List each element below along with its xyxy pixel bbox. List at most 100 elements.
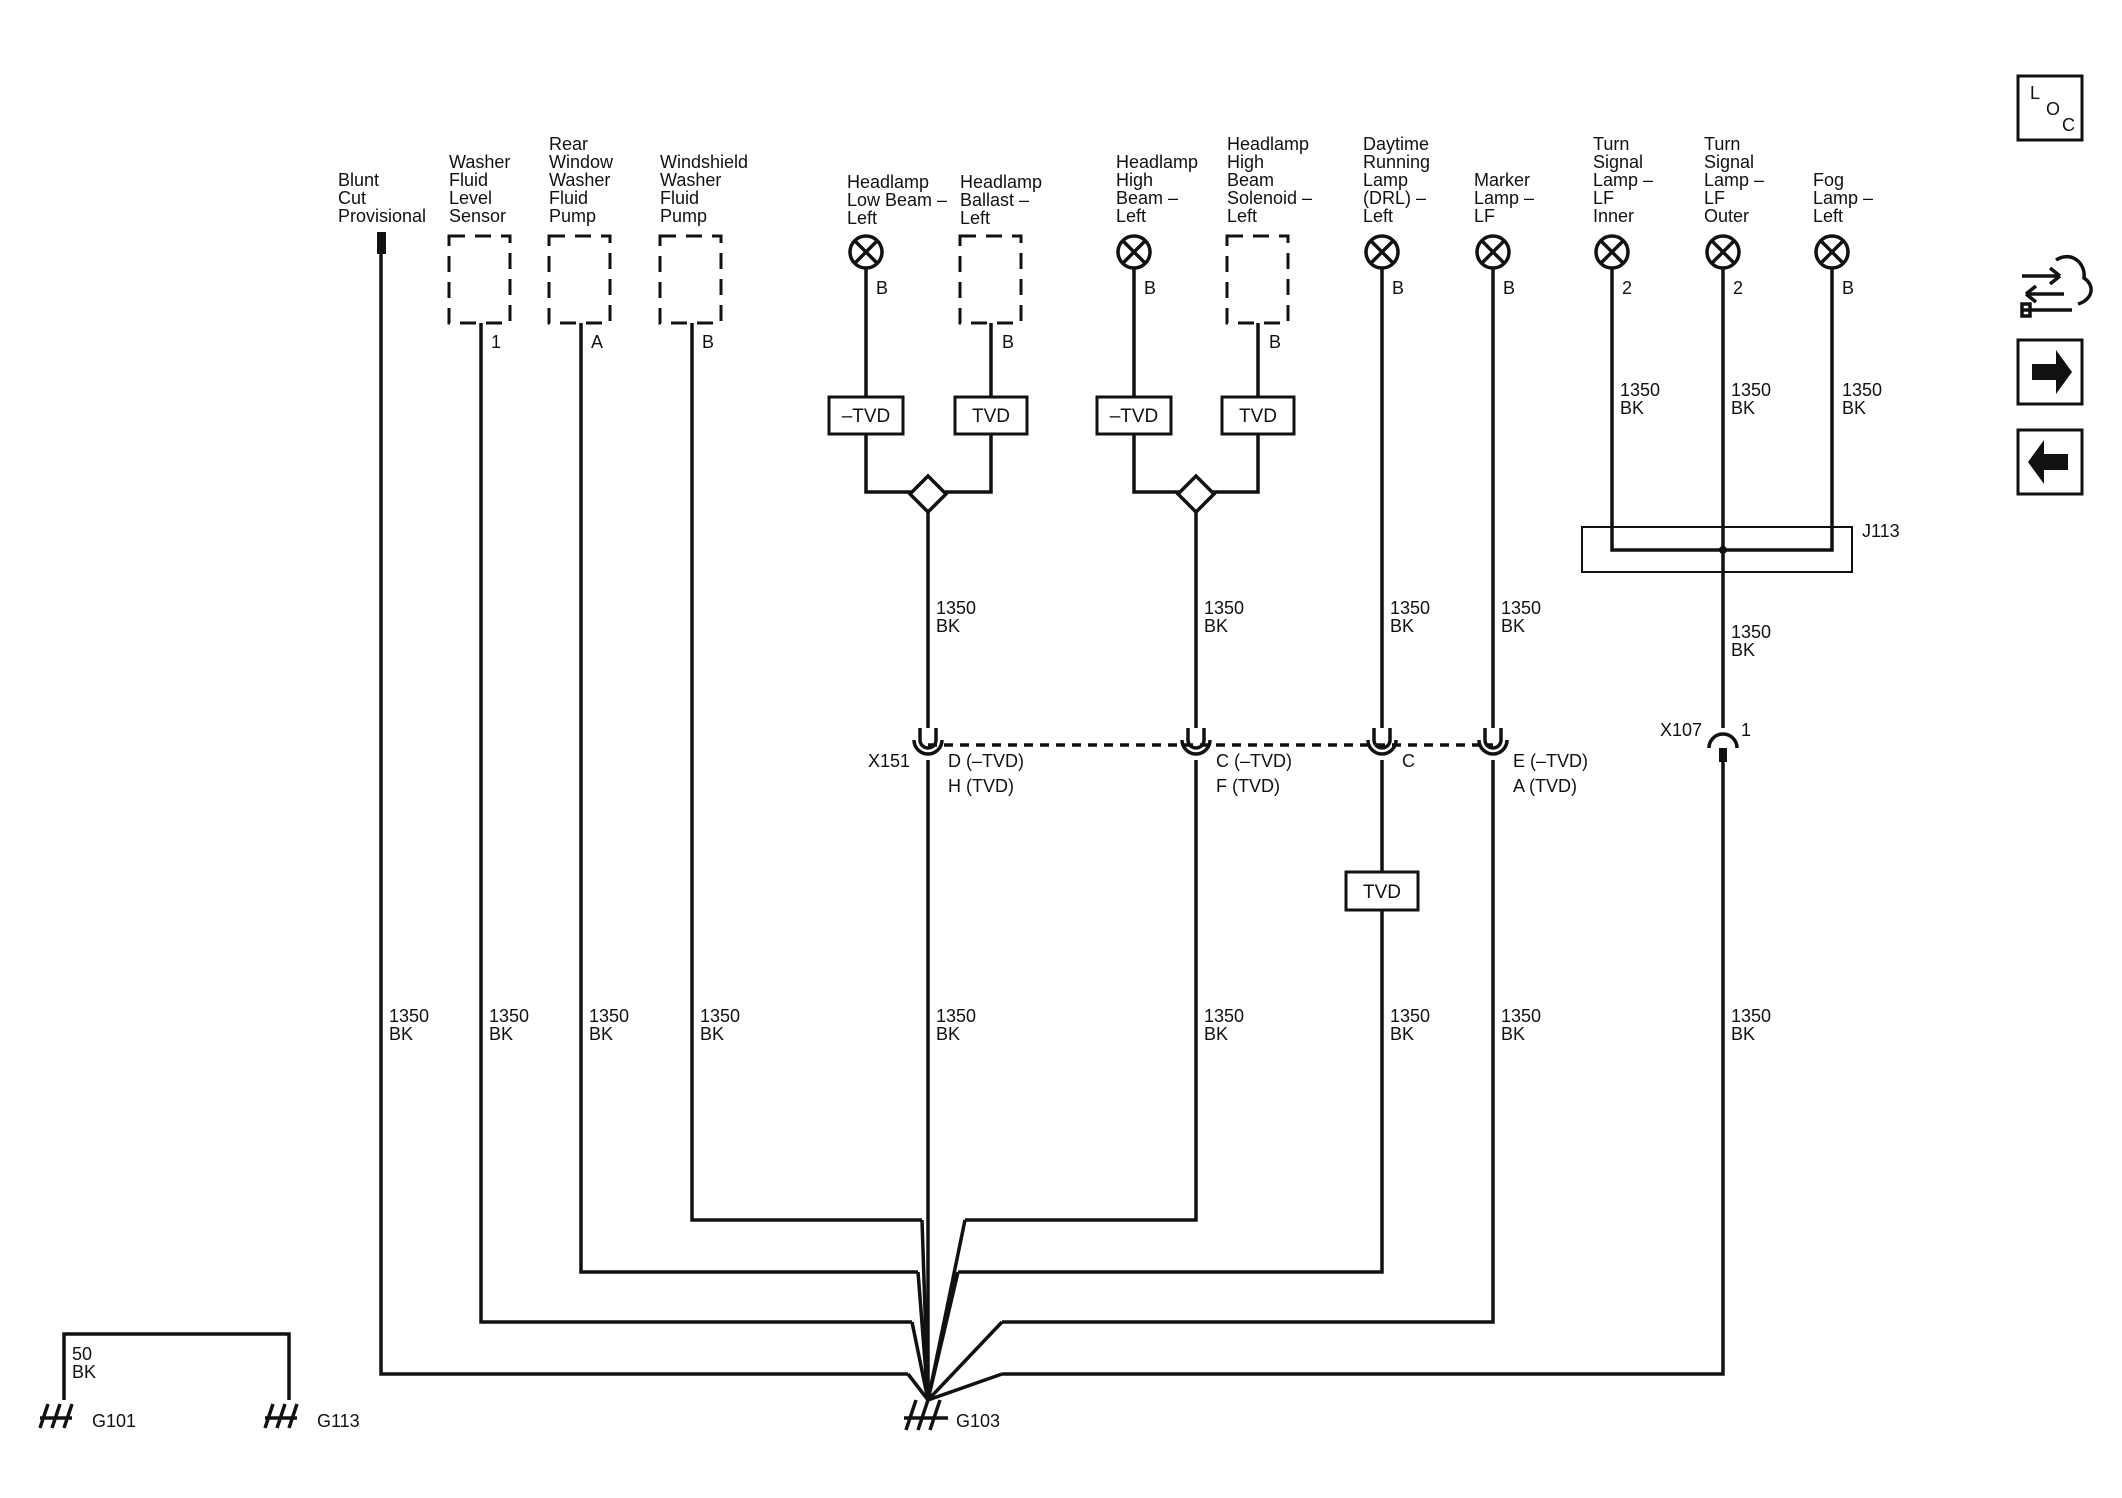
option-neg-tvd-low: –TVD [827, 395, 905, 436]
next-page-icon[interactable] [2016, 338, 2084, 406]
splice-hl-high [1175, 473, 1217, 515]
blunt-cut-marker [377, 232, 386, 254]
loc-icon[interactable]: L O C [2016, 74, 2084, 142]
pin-labels: 1 A B B B B B B B 2 2 B [491, 278, 1854, 352]
ws-washer-pump-box [658, 234, 723, 325]
svg-text:B: B [702, 332, 714, 352]
washer-level-sensor-box [447, 234, 512, 325]
svg-text:C: C [1402, 751, 1415, 771]
rear-washer-pump-box [547, 234, 612, 325]
svg-text:1: 1 [1741, 720, 1751, 740]
svg-text:A: A [591, 332, 603, 352]
drl-lamp-icon [1364, 234, 1400, 270]
svg-text:G113: G113 [317, 1411, 360, 1431]
svg-text:–TVD: –TVD [1110, 406, 1159, 427]
svg-text:B: B [876, 278, 888, 298]
svg-text:–TVD: –TVD [842, 406, 891, 427]
svg-text:TVD: TVD [1363, 882, 1401, 903]
svg-text:B: B [1392, 278, 1404, 298]
svg-text:B: B [1269, 332, 1281, 352]
turn-inner-lamp-icon [1594, 234, 1630, 270]
option-tvd-ballast: TVD [953, 395, 1029, 436]
svg-text:X151: X151 [868, 751, 910, 771]
wires [62, 254, 1834, 1402]
hl-high-lamp-icon [1116, 234, 1152, 270]
svg-text:2: 2 [1733, 278, 1743, 298]
option-tvd-drl: TVD [1344, 870, 1420, 912]
svg-text:F (TVD): F (TVD) [1216, 776, 1280, 796]
svg-text:X107: X107 [1660, 720, 1702, 740]
marker-lamp-icon [1475, 234, 1511, 270]
svg-text:H (TVD): H (TVD) [948, 776, 1014, 796]
prev-page-icon[interactable] [2016, 428, 2084, 496]
x107-connector: X107 1 [1660, 720, 1751, 762]
svg-text:A (TVD): A (TVD) [1513, 776, 1577, 796]
x151-labels: X151 D (–TVD) H (TVD) C (–TVD) F (TVD) C… [868, 751, 1588, 796]
ground-g101-icon: G101 [38, 1403, 136, 1431]
svg-text:G101: G101 [92, 1411, 136, 1431]
turn-outer-lamp-icon [1705, 234, 1741, 270]
option-tvd-solenoid: TVD [1220, 395, 1296, 436]
svg-text:L: L [2030, 83, 2040, 103]
hl-solenoid-box [1225, 234, 1290, 325]
svg-text:TVD: TVD [972, 406, 1010, 427]
option-neg-tvd-high: –TVD [1095, 395, 1173, 436]
svg-text:G103: G103 [956, 1411, 1000, 1431]
svg-text:J113: J113 [1862, 521, 1900, 541]
hl-ballast-box [958, 234, 1023, 325]
svg-text:B: B [1002, 332, 1014, 352]
fog-lamp-icon [1814, 234, 1850, 270]
svg-text:B: B [1842, 278, 1854, 298]
hl-low-lamp-icon [848, 234, 884, 270]
svg-text:2: 2 [1622, 278, 1632, 298]
connector-info-icon[interactable] [2020, 254, 2093, 318]
splice-hl-low [907, 473, 949, 515]
svg-text:1: 1 [491, 332, 501, 352]
svg-text:TVD: TVD [1239, 406, 1277, 427]
j113-splice-pack: J113 [1581, 521, 1900, 573]
